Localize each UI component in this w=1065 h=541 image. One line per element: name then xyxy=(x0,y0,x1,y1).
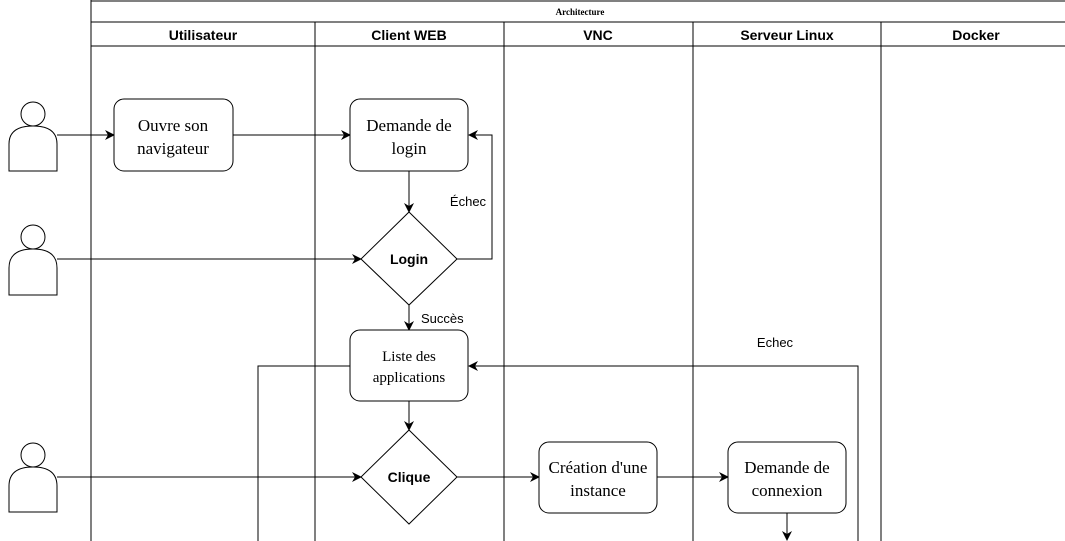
lane-header-vnc: VNC xyxy=(583,27,613,43)
lane-headers: Utilisateur Client WEB VNC Serveur Linux… xyxy=(169,27,1001,43)
node-liste-line1: Liste des xyxy=(382,349,436,365)
node-connexion-line1: Demande de xyxy=(744,458,829,477)
edge-label-succes: Succès xyxy=(421,311,464,326)
node-login-decision: Login xyxy=(360,211,458,306)
node-ouvre-line2: navigateur xyxy=(137,139,209,158)
edge-liste-left xyxy=(257,365,350,541)
user-icon xyxy=(8,442,58,513)
node-demande-connexion: Demande de connexion xyxy=(727,441,847,514)
node-liste-line2: applications xyxy=(373,370,446,386)
node-liste-applications: Liste des applications xyxy=(349,329,469,402)
pool xyxy=(90,0,1065,541)
edge-label-echec-login: Échec xyxy=(450,194,487,209)
lane-header-serveur-linux: Serveur Linux xyxy=(740,27,834,43)
node-login-label: Login xyxy=(390,251,428,267)
node-clique-decision: Clique xyxy=(360,429,458,525)
diagram-title: Architecture xyxy=(556,7,605,17)
edges xyxy=(57,130,859,541)
node-connexion-line2: connexion xyxy=(752,481,823,500)
user-icon xyxy=(8,101,58,172)
node-creation-line1: Création d'une xyxy=(549,458,648,477)
node-clique-label: Clique xyxy=(388,469,431,485)
node-ouvre-navigateur: Ouvre son navigateur xyxy=(113,98,234,172)
user-icon xyxy=(8,224,58,296)
node-ouvre-line1: Ouvre son xyxy=(138,116,209,135)
edge-login-echec xyxy=(457,130,493,260)
node-demande-login: Demande de login xyxy=(349,98,469,172)
node-creation-instance: Création d'une instance xyxy=(538,441,658,514)
node-demande-login-line2: login xyxy=(392,139,427,158)
node-demande-login-line1: Demande de xyxy=(366,116,451,135)
edge-label-echec-connexion: Echec xyxy=(757,335,794,350)
lane-header-docker: Docker xyxy=(952,27,1000,43)
node-creation-line2: instance xyxy=(570,481,626,500)
lane-header-client-web: Client WEB xyxy=(371,27,446,43)
edge-connexion-echec xyxy=(468,361,859,541)
lane-header-utilisateur: Utilisateur xyxy=(169,27,238,43)
